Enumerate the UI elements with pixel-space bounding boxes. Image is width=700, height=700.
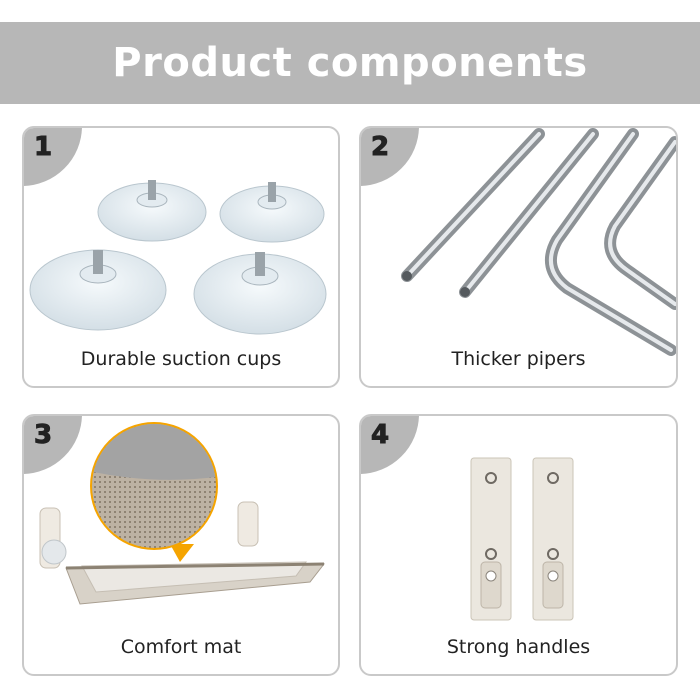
hammock-mat-icon <box>39 422 326 605</box>
component-card-handles: 4 Strong handles <box>359 414 678 676</box>
suction-cups-icon <box>29 180 327 335</box>
page-title: Product components <box>112 40 588 86</box>
badge-number: 2 <box>370 132 390 163</box>
badge: 3 <box>24 416 82 474</box>
component-caption: Durable suction cups <box>80 348 282 370</box>
badge-number: 4 <box>370 420 390 451</box>
badge-number: 3 <box>33 420 53 451</box>
component-card-mat: 3 Comfort mat <box>22 414 340 676</box>
component-caption: Thicker pipers <box>451 348 586 370</box>
badge-number: 1 <box>33 132 53 163</box>
badge: 4 <box>361 416 419 474</box>
badge: 2 <box>361 128 419 186</box>
header-banner: Product components <box>0 22 700 104</box>
component-caption: Strong handles <box>446 636 591 658</box>
component-card-suction-cups: 1 Durable suction cups <box>22 126 340 388</box>
component-card-pipes: 2 Thicker pipers <box>359 126 678 388</box>
component-caption: Comfort mat <box>120 636 242 658</box>
mounting-handles-icon <box>470 457 574 621</box>
metal-pipes-icon <box>401 128 676 356</box>
